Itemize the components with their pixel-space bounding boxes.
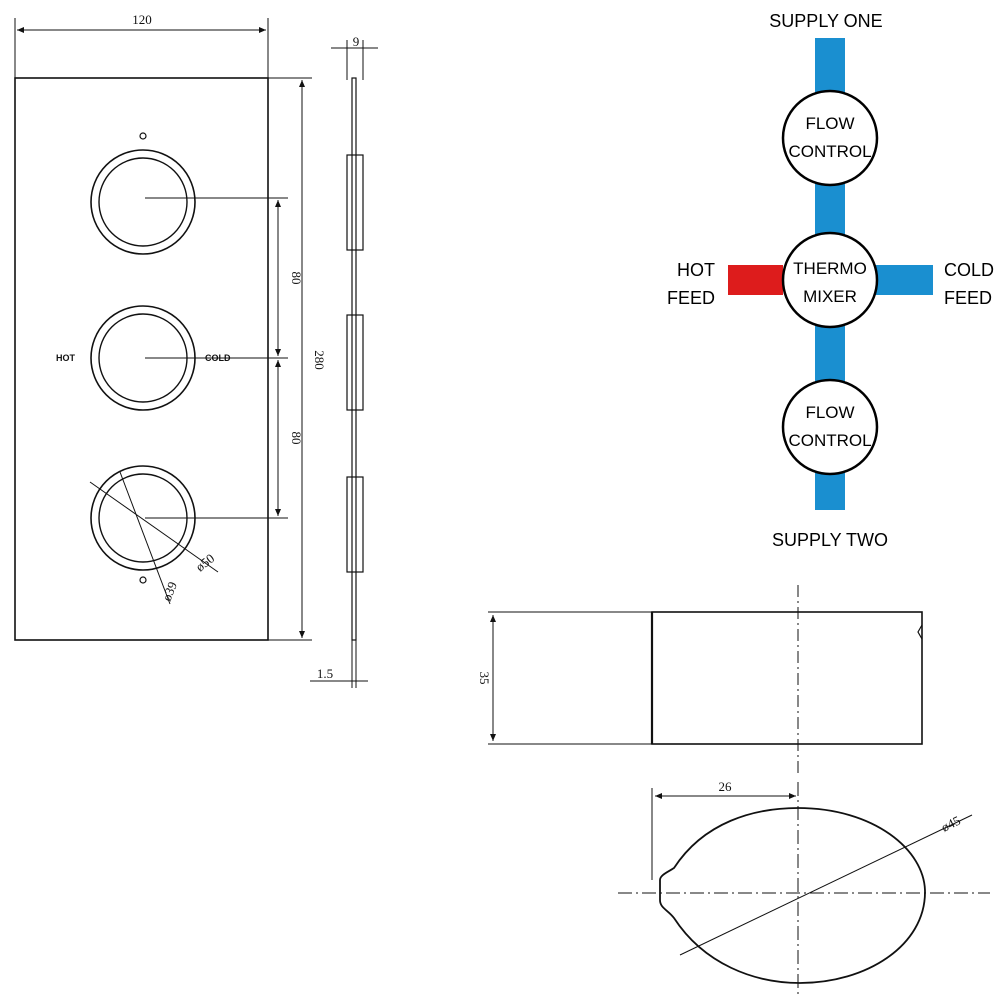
width-label: 120: [132, 12, 152, 27]
knob-top-inner: [98, 157, 188, 247]
inner-diameter-label: ø39: [159, 579, 180, 603]
handle-height-label: 35: [477, 672, 492, 685]
inner-diameter-leader: [119, 471, 171, 605]
cold-feed-pipe: [875, 265, 933, 295]
handle-body-outline: [651, 611, 923, 745]
flow-control-bottom: [781, 378, 879, 476]
plate-profile: [351, 77, 357, 641]
cold-label: COLD: [205, 353, 231, 363]
diameter-leader: [679, 814, 973, 956]
hot-label: HOT: [56, 353, 76, 363]
supply-one-label: SUPPLY ONE: [769, 11, 882, 31]
supply-two-label: SUPPLY TWO: [772, 530, 888, 550]
spacing-upper-label: 80: [289, 272, 304, 285]
boss-profile-top: [346, 154, 364, 251]
flow-control-top-line2: CONTROL: [788, 142, 871, 161]
knob-top-outer[interactable]: [90, 149, 196, 255]
outer-diameter-leader: [89, 481, 219, 573]
cold-feed-line2: FEED: [944, 288, 992, 308]
indicator-dot-top: [139, 132, 147, 140]
faceplate-outline: [14, 77, 269, 641]
flow-control-top-line1: FLOW: [805, 114, 854, 133]
flow-diagram: [728, 38, 933, 510]
handle-diameter-label: ø45: [939, 813, 963, 835]
height-label: 280: [312, 350, 327, 370]
thermo-mixer-line1: THERMO: [793, 259, 867, 278]
hot-feed-line2: FEED: [667, 288, 715, 308]
hot-feed-pipe: [728, 265, 783, 295]
knob-middle-outer[interactable]: [90, 305, 196, 411]
handle-notch: [917, 624, 923, 640]
indicator-dot-bottom: [139, 576, 147, 584]
thermo-mixer: [781, 231, 879, 329]
outer-diameter-label: ø50: [193, 551, 218, 575]
depth-label: 9: [353, 34, 360, 49]
thickness-label: 1.5: [317, 666, 333, 681]
side-view: [310, 40, 378, 688]
knob-bottom-inner: [98, 473, 188, 563]
hot-feed-line1: HOT: [677, 260, 715, 280]
handle-side-view: [488, 585, 923, 775]
flow-control-bottom-line1: FLOW: [805, 403, 854, 422]
boss-profile-bottom: [346, 476, 364, 573]
spacing-lower-label: 80: [289, 432, 304, 445]
knob-middle-inner: [98, 313, 188, 403]
boss-profile-middle: [346, 314, 364, 411]
knob-bottom-outer[interactable]: [90, 465, 196, 571]
front-view: [14, 18, 312, 641]
flow-control-top: [781, 89, 879, 187]
handle-top-view: [618, 782, 990, 998]
offset-label: 26: [719, 779, 733, 794]
flow-control-bottom-line2: CONTROL: [788, 431, 871, 450]
cold-feed-line1: COLD: [944, 260, 994, 280]
thermo-mixer-line2: MIXER: [803, 287, 857, 306]
lever-outline: [659, 807, 926, 984]
